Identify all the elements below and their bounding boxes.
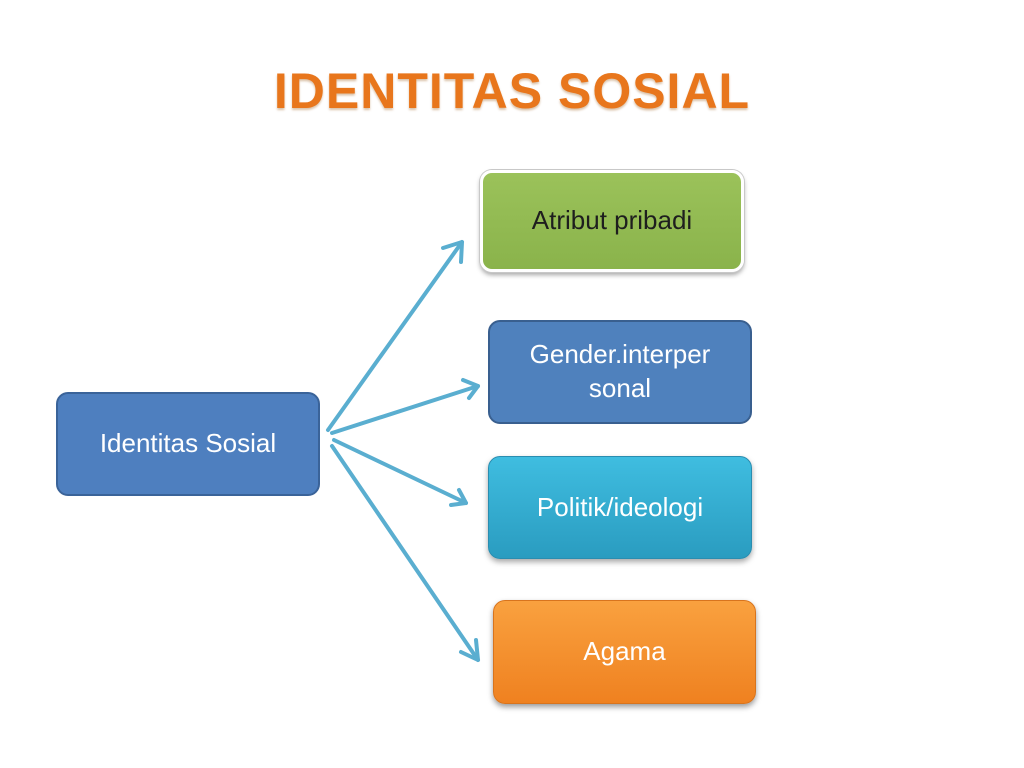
target-box-atribut-pribadi: Atribut pribadi xyxy=(480,170,744,272)
arrowhead-atribut-pribadi xyxy=(441,240,464,264)
arrowhead-agama xyxy=(459,638,480,662)
target-box-politik-ideologi: Politik/ideologi xyxy=(488,456,752,559)
arrow-to-gender-interpersonal xyxy=(330,384,480,435)
target-label: Politik/ideologi xyxy=(536,491,704,522)
target-box-agama: Agama xyxy=(493,600,756,704)
slide-title: IDENTITAS SOSIAL xyxy=(273,63,751,119)
target-label: Agama xyxy=(583,636,666,667)
arrow-to-atribut-pribadi xyxy=(326,240,464,432)
target-box-gender-interpersonal: Gender.interper sonal xyxy=(488,320,752,424)
arrowhead-gender-interpersonal xyxy=(461,378,480,400)
source-box-identitas-sosial: Identitas Sosial xyxy=(56,392,320,496)
target-label: Gender.interper sonal xyxy=(529,339,711,403)
source-label: Identitas Sosial xyxy=(99,428,277,459)
target-label: Atribut pribadi xyxy=(531,205,693,236)
arrow-to-agama xyxy=(330,444,480,662)
arrow-to-politik-ideologi xyxy=(332,438,468,505)
arrowhead-politik-ideologi xyxy=(449,488,468,507)
